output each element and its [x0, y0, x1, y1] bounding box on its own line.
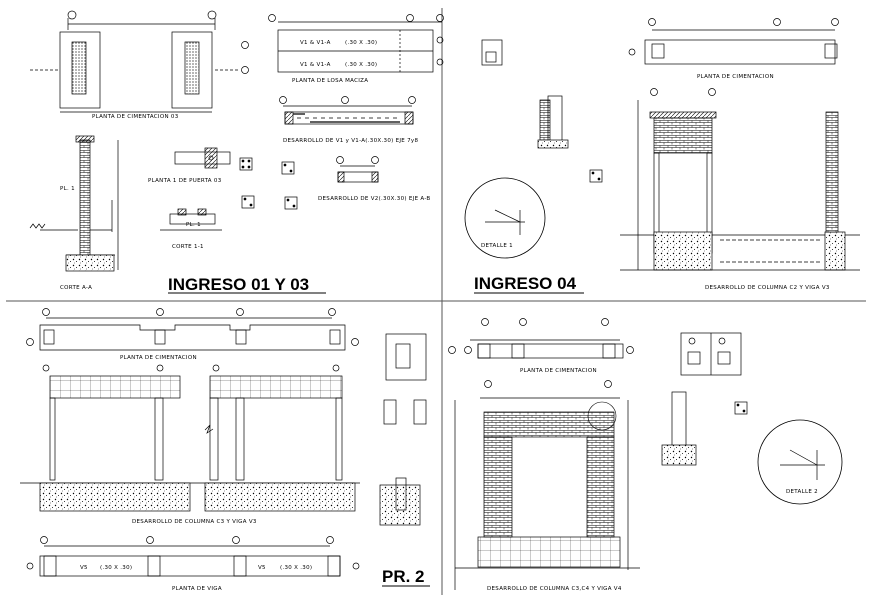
title-pr2: PR. 2	[382, 567, 425, 586]
q3-column-sections	[379, 333, 427, 526]
q1-corte-aa	[29, 135, 119, 272]
q1-corte-11	[160, 208, 222, 231]
detail-1-circle	[464, 177, 546, 259]
label-detalle-1: DETALLE 1	[481, 243, 513, 249]
q1-planta-puerta	[174, 147, 231, 169]
losa-beam-label-2: V1 & V1-A	[300, 62, 331, 68]
label-planta-cim-q4: PLANTA DE CIMENTACION	[520, 368, 597, 374]
q4-column-sections	[661, 332, 748, 466]
label-planta-cim-03: PLANTA DE CIMENTACION 03	[92, 114, 179, 120]
q3-desarrollo-c3	[20, 364, 360, 512]
q4-desarrollo-c3c4	[454, 380, 640, 590]
label-v5-2: V5	[258, 565, 266, 571]
q3-planta-cimentacion	[26, 308, 359, 351]
detail-2-circle	[757, 419, 843, 505]
label-corte-aa: CORTE A-A	[60, 285, 92, 291]
losa-beam-dim-2: (.30 X .30)	[345, 62, 377, 68]
label-pl1-corte: PL. 1	[186, 222, 201, 228]
label-desarrollo-v1: DESARROLLO DE V1 y V1-A(.30X.30) EJE 7y8	[283, 138, 418, 144]
label-v5-1: V5	[80, 565, 88, 571]
label-planta-puerta: PLANTA 1 DE PUERTA 03	[148, 178, 222, 184]
label-planta-cim-q3: PLANTA DE CIMENTACION	[120, 355, 197, 361]
label-desarrollo-c3c4: DESARROLLO DE COLUMNA C3,C4 Y VIGA V4	[487, 586, 622, 592]
sheet-dividers	[6, 8, 866, 595]
q1-desarrollo-v1	[279, 96, 416, 125]
q1-planta-losa	[268, 14, 444, 73]
label-planta-viga: PLANTA DE VIGA	[172, 586, 222, 592]
title-ingreso-01-03: INGRESO 01 Y 03	[168, 275, 309, 294]
q4-planta-cimentacion	[448, 318, 634, 359]
q2-desarrollo-c2	[620, 88, 860, 271]
losa-beam-dim-1: (.30 X .30)	[345, 40, 377, 46]
label-planta-cim-q2: PLANTA DE CIMENTACION	[697, 74, 774, 80]
losa-beam-label-1: V1 & V1-A	[300, 40, 331, 46]
label-desarrollo-c2: DESARROLLO DE COLUMNA C2 Y VIGA V3	[705, 285, 830, 291]
label-planta-losa: PLANTA DE LOSA MACIZA	[292, 78, 368, 84]
q4-detail-2-content	[780, 449, 825, 480]
title-ingreso-04: INGRESO 04	[474, 274, 577, 293]
label-desarrollo-c3: DESARROLLO DE COLUMNA C3 Y VIGA V3	[132, 519, 257, 525]
q2-detail-1-content	[485, 209, 525, 235]
label-corte-11: CORTE 1-1	[172, 244, 204, 250]
q1-planta-cimentacion	[30, 10, 249, 113]
q2-column-detail	[481, 39, 603, 183]
label-detalle-2: DETALLE 2	[786, 489, 818, 495]
label-pl1-q1: PL. 1	[60, 186, 75, 192]
q1-column-sections	[239, 157, 298, 210]
label-v5-dim-1: (.30 X .30)	[100, 565, 132, 571]
label-v5-dim-2: (.30 X .30)	[280, 565, 312, 571]
q3-planta-viga	[26, 536, 360, 577]
q1-desarrollo-v2	[336, 156, 379, 183]
q2-planta-cimentacion	[628, 18, 839, 65]
label-desarrollo-v2: DESARROLLO DE V2(.30X.30) EJE A-B	[318, 196, 431, 202]
